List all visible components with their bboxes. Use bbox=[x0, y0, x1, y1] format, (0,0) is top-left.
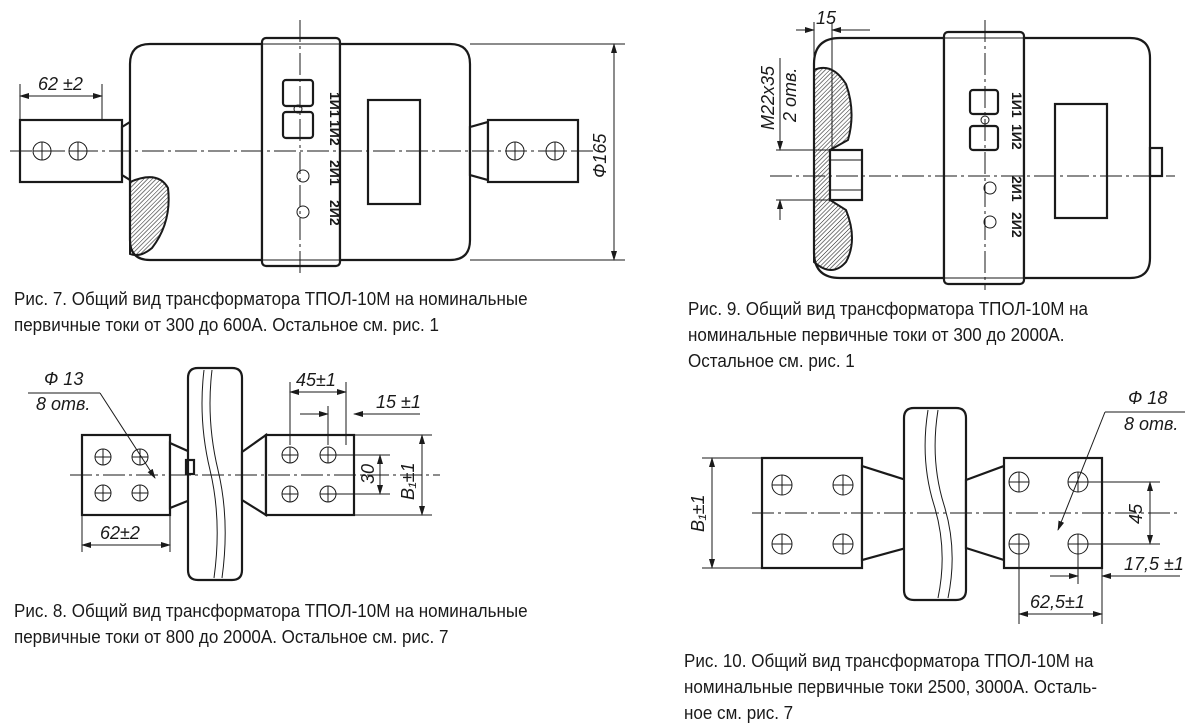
figure-10: Ф 18 8 отв. B₁±1 45 17,5 ±1 62,5±1 bbox=[688, 388, 1185, 624]
secondary-band bbox=[942, 30, 1026, 286]
figure-7-caption-line-2: первичные токи от 300 до 600А. Остальное… bbox=[14, 314, 439, 335]
transformer-body bbox=[186, 366, 244, 582]
hole-count: 8 отв. bbox=[36, 394, 90, 414]
dimension-625: 62,5±1 bbox=[1030, 592, 1085, 612]
figure-8-caption-line-2: первичные токи от 800 до 2000А. Остально… bbox=[14, 626, 449, 647]
thread-size: М22х35 bbox=[758, 65, 778, 130]
terminal-label: 1И1 bbox=[327, 92, 343, 118]
terminal-label: 2И1 bbox=[1009, 176, 1025, 202]
transformer-body-right bbox=[1022, 36, 1152, 280]
hole-diameter: Ф 18 bbox=[1128, 388, 1167, 408]
figure-7-caption-line-1: Рис. 7. Общий вид трансформатора ТПОЛ-10… bbox=[14, 288, 528, 309]
dimension-width: 62 ±2 bbox=[38, 74, 83, 94]
nameplate bbox=[366, 98, 422, 206]
terminal-label: 2И2 bbox=[1009, 212, 1025, 238]
bolt-holes-left bbox=[771, 474, 854, 555]
dimension-diameter: Ф165 bbox=[590, 133, 610, 178]
figure-10-caption-line-3: ное см. рис. 7 bbox=[684, 702, 794, 723]
dimension-b1: B₁±1 bbox=[688, 494, 708, 532]
thread-count: 2 отв. bbox=[780, 68, 800, 123]
figure-10-caption-line-2: номинальные первичные токи 2500, 3000А. … bbox=[684, 676, 1097, 697]
threaded-insert bbox=[828, 148, 864, 202]
figure-7: 1И1 1И2 2И1 2И2 62 ±2 Ф165 bbox=[10, 20, 625, 275]
dimension-175: 17,5 ±1 bbox=[1124, 554, 1184, 574]
figure-10-caption-line-1: Рис. 10. Общий вид трансформатора ТПОЛ-1… bbox=[684, 650, 1094, 671]
terminal-screw bbox=[983, 181, 997, 195]
bolt-holes-left bbox=[94, 448, 149, 502]
dimension-62: 62±2 bbox=[100, 523, 140, 543]
terminal-screw bbox=[296, 205, 310, 219]
dimension-b1: B₁±1 bbox=[398, 462, 418, 500]
dimension-15: 15 ±1 bbox=[376, 392, 421, 412]
dimension-45: 45±1 bbox=[296, 370, 336, 390]
terminal-screw bbox=[296, 169, 310, 183]
dimension-30: 30 bbox=[358, 464, 378, 484]
figure-9-caption-line-1: Рис. 9. Общий вид трансформатора ТПОЛ-10… bbox=[688, 298, 1089, 319]
side-stud bbox=[1148, 146, 1164, 178]
section-cutaway bbox=[129, 176, 170, 257]
terminal-label: 2И1 bbox=[327, 160, 343, 186]
secondary-band bbox=[260, 36, 342, 268]
transformer-body-right bbox=[338, 42, 472, 262]
hole-diameter: Ф 13 bbox=[44, 369, 83, 389]
dimension-15: 15 bbox=[816, 8, 837, 28]
hole-count: 8 отв. bbox=[1124, 414, 1178, 434]
nameplate bbox=[1053, 102, 1109, 220]
transformer-body bbox=[902, 406, 968, 602]
terminal-label: 1И2 bbox=[327, 120, 343, 146]
figure-8-caption-line-1: Рис. 8. Общий вид трансформатора ТПОЛ-10… bbox=[14, 600, 528, 621]
terminal-label: 1И2 bbox=[1009, 124, 1025, 150]
terminal-label: 1И1 bbox=[1009, 92, 1025, 118]
figure-9-caption-line-3: Остальное см. рис. 1 bbox=[688, 350, 855, 371]
figure-9: 1И1 1И2 2И1 2И2 15 М22х35 2 отв. bbox=[758, 8, 1175, 290]
figure-8: Ф 13 8 отв. 45±1 15 ±1 30 B₁±1 62±2 bbox=[28, 366, 440, 582]
figure-9-caption-line-2: номинальные первичные токи от 300 до 200… bbox=[688, 324, 1065, 345]
terminal-screw bbox=[983, 215, 997, 229]
terminal-screw bbox=[293, 104, 303, 114]
terminal-label: 2И2 bbox=[327, 200, 343, 226]
